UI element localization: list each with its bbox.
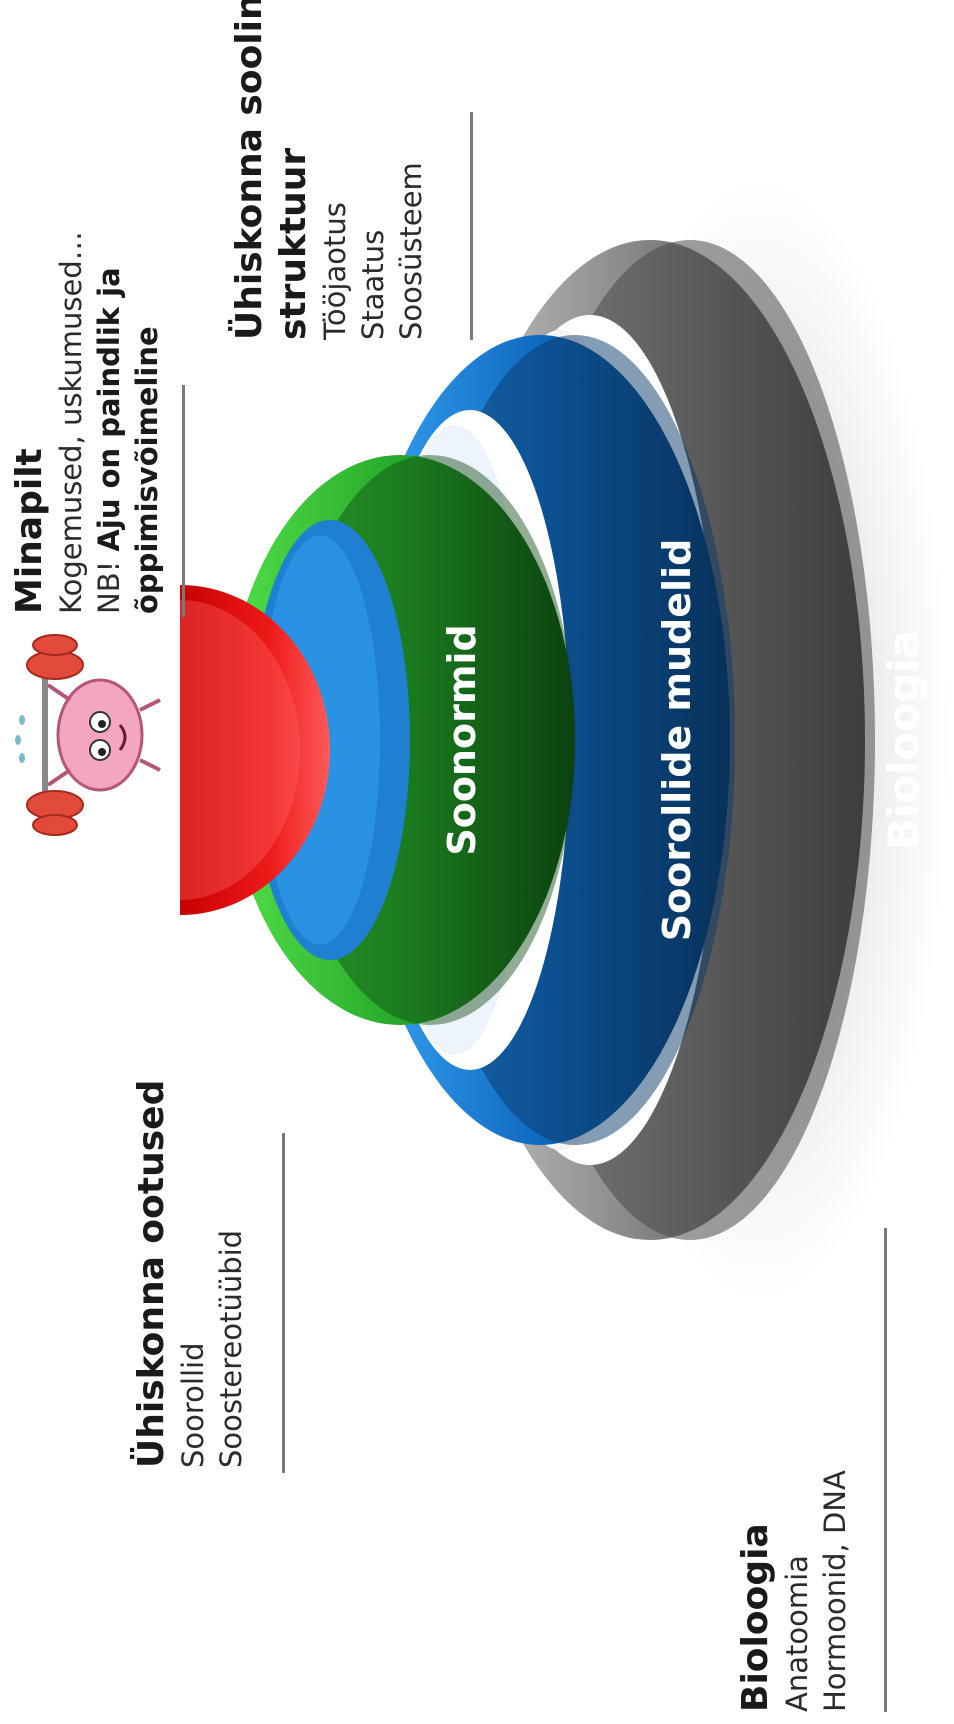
underline-social-expectations (282, 1133, 285, 1473)
label-social-structure-title2: struktuur (273, 147, 314, 340)
ring-label-role-models: Soorollide mudelid (655, 539, 699, 942)
label-self-image-title: Minapilt (9, 448, 50, 614)
label-social-expectations-item-0: Soorollid (176, 1342, 210, 1468)
label-social-structure-title1: Ühiskonna sooline (229, 0, 270, 340)
label-biology-item-1: Hormoonid, DNA (818, 1470, 852, 1712)
label-social-expectations-item-1: Soostereotüübid (214, 1229, 248, 1468)
underline-self-image (182, 385, 185, 617)
note-bold-2: õppimisvõimeline (130, 326, 164, 614)
label-self-image-line3: õppimisvõimeline (128, 231, 166, 614)
label-biology: Bioloogia Anatoomia Hormoonid, DNA (734, 1470, 854, 1712)
label-social-structure-item-2: Soosüsteem (394, 162, 428, 340)
label-self-image-line1: Kogemused, uskumused… (54, 231, 88, 614)
label-social-structure-item-0: Tööjaotus (318, 202, 352, 340)
ring-label-biology: Bioloogia (879, 630, 928, 850)
self-image-core (180, 585, 330, 915)
brain-lifting-barbell-icon (15, 598, 165, 876)
label-social-expectations: Ühiskonna ootused Soorollid Soostereotüü… (130, 1080, 250, 1468)
label-social-structure-item-1: Staatus (356, 229, 390, 340)
label-biology-title: Bioloogia (735, 1523, 776, 1712)
label-biology-item-0: Anatoomia (780, 1555, 814, 1712)
underline-biology (884, 1228, 887, 1712)
note-bold: Aju on paindlik ja (92, 267, 126, 552)
underline-social-structure (470, 112, 473, 340)
ring-label-gender-norms: Soonormid (440, 624, 484, 855)
label-social-expectations-title: Ühiskonna ootused (131, 1079, 172, 1468)
note-prefix: NB! (92, 551, 126, 614)
label-self-image: Minapilt Kogemused, uskumused… NB! Aju o… (8, 231, 166, 614)
label-self-image-line2: NB! Aju on paindlik ja (90, 231, 128, 614)
label-social-structure: Ühiskonna sooline struktuur Tööjaotus St… (228, 0, 430, 340)
